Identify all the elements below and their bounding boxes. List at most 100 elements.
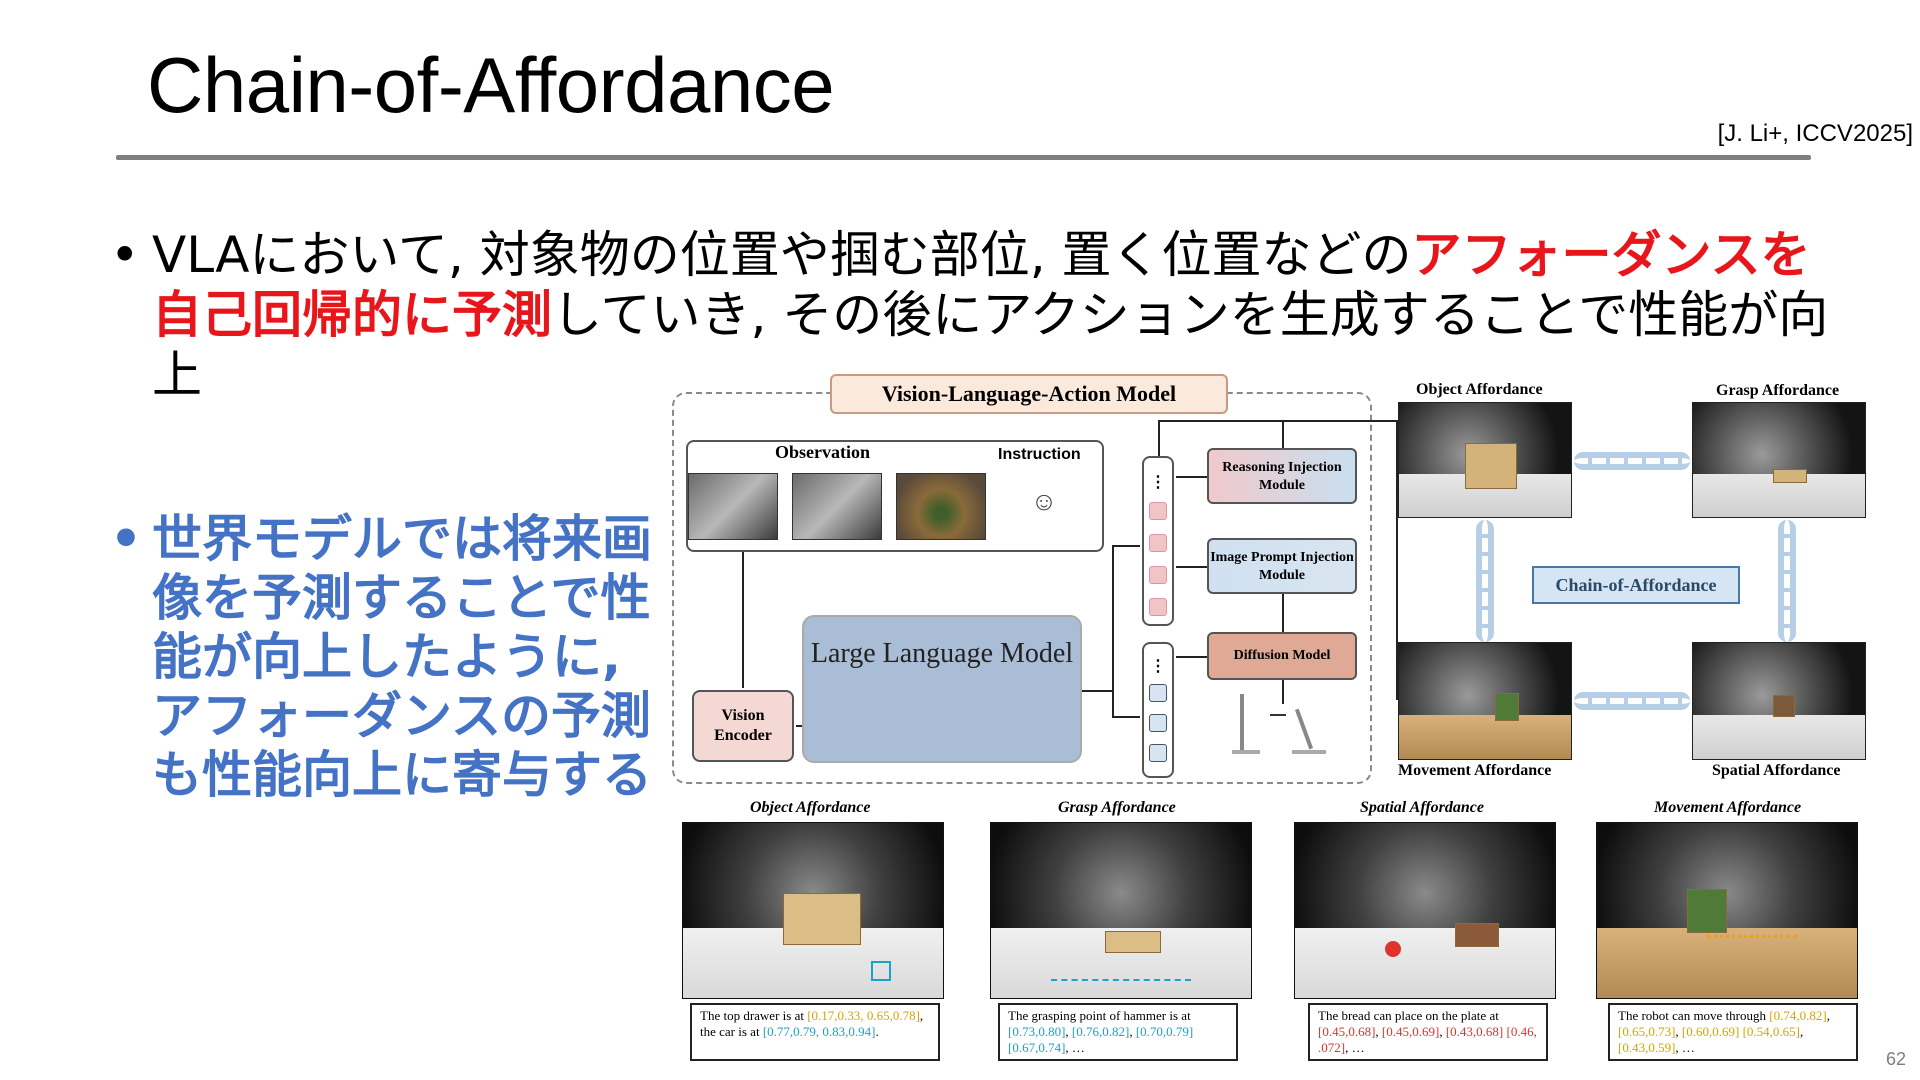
slide-title: Chain-of-Affordance [147,41,835,129]
connector-line [1282,420,1284,448]
panel-caption: Grasp Affordance [1058,799,1176,816]
token [1149,598,1167,616]
spatial-affordance-label: Spatial Affordance [1712,762,1841,779]
bullet-dot: • [110,226,140,284]
bullet-text: 世界モデルでは将来画像を予測することで性能が向上したように, アフォーダンスの予… [152,510,652,804]
movement-affordance-photo [1398,642,1572,760]
affordance-text-segment: , [1439,1024,1446,1039]
affordance-text-box: The bread can place on the plate at [0.4… [1308,1003,1548,1061]
image-prompt-injection-module: Image Prompt Injection Module [1207,538,1357,594]
affordance-text-box: The top drawer is at [0.17,0.33, 0.65,0.… [690,1003,940,1061]
instruction-label: Instruction [998,446,1081,463]
panel-caption: Movement Affordance [1654,799,1802,816]
affordance-text-segment: 0.83,0.94] [822,1024,876,1039]
affordance-text-segment: [0.45,0.68] [1318,1024,1376,1039]
affordance-text-segment: [0.67,0.74] [1008,1040,1066,1055]
affordance-text-segment: [0.60,0.69] [1681,1024,1740,1039]
affordance-text-segment: , [1826,1008,1830,1023]
token [1149,566,1167,584]
panel-caption: Object Affordance [750,799,871,816]
connector-line [1112,716,1140,718]
movement-affordance-label: Movement Affordance [1398,762,1552,779]
bullet-highlight: アフォーダンスを自己回帰的に予測 [152,226,1811,344]
connector-line [1282,680,1284,704]
connector-line [1112,545,1140,547]
affordance-text-segment: [0.65,0.73] [1618,1024,1676,1039]
reasoning-token-column: ⋮ [1142,456,1174,626]
affordance-text-segment: [0.76,0.82] [1071,1024,1130,1039]
vla-model-title: Vision-Language-Action Model [830,374,1228,414]
movement-affordance-example-photo [1596,822,1858,999]
chain-link [1574,452,1690,470]
connector-line [1176,566,1207,568]
object-affordance-photo [1398,402,1572,518]
token [1149,684,1167,702]
bullet-vla-affordance: • VLAにおいて, 対象物の位置や掴む部位, 置く位置などのアフォーダンスを自… [110,225,1830,405]
object-affordance-label: Object Affordance [1416,381,1543,398]
chain-of-affordance-label: Chain-of-Affordance [1532,566,1740,604]
affordance-text-segment: , [1375,1024,1382,1039]
affordance-text-segment: [0.70,0.79] [1135,1024,1194,1039]
affordance-text-segment: , [1065,1024,1072,1039]
affordance-text-segment: , … [1345,1040,1365,1055]
connector-line [1158,420,1398,422]
speaking-person-icon: ☺ [1030,487,1058,516]
affordance-text-segment: [0.73,0.80] [1008,1024,1066,1039]
bullet-world-model: • 世界モデルでは将来画像を予測することで性能が向上したように, アフォーダンス… [110,510,670,805]
robot-arm-sketch [1232,694,1332,756]
affordance-text-segment: The bread can place on the plate at [1318,1008,1499,1023]
reasoning-injection-module: Reasoning Injection Module [1207,448,1357,504]
affordance-text-segment: , [1675,1024,1682,1039]
affordance-text-segment: . [875,1024,879,1039]
connector-line [1396,420,1398,700]
citation: [J. Li+, ICCV2025] [1717,120,1913,147]
observation-label: Observation [775,442,871,462]
ellipsis-icon: ⋮ [1150,658,1166,675]
affordance-text-segment: , [1129,1024,1136,1039]
token [1149,714,1167,732]
affordance-text-box: The grasping point of hammer is at [0.73… [998,1003,1238,1061]
panel-caption: Spatial Affordance [1360,799,1485,816]
chain-link [1476,520,1494,642]
affordance-text-segment: [0.45,0.69] [1381,1024,1440,1039]
connector-line [1112,545,1114,717]
grasp-affordance-example-photo [990,822,1252,999]
affordance-text-segment: [0.54,0.65] [1742,1024,1801,1039]
vision-encoder-box: Vision Encoder [692,690,794,762]
token [1149,744,1167,762]
connector-line [1176,656,1207,658]
action-token-column: ⋮ [1142,642,1174,778]
affordance-text-segment: 0.65,0.78] [866,1008,920,1023]
bullet-part: していき, その後にアクションを生成することで性能が向上 [152,286,1829,404]
affordance-text-segment: [0.43,0.68] [1445,1024,1504,1039]
ellipsis-icon: ⋮ [1150,474,1166,491]
llm-box: Large Language Model [802,615,1082,763]
spatial-affordance-example-photo [1294,822,1556,999]
connector-line [796,725,802,727]
bullet-dot: • [110,510,142,568]
affordance-text-segment: , [1800,1024,1804,1039]
observation-image [896,473,986,540]
token [1149,534,1167,552]
affordance-text-segment: [0.46, .072] [1318,1024,1537,1055]
affordance-text-segment: , … [1675,1040,1695,1055]
affordance-text-segment: The top drawer is at [700,1008,808,1023]
connector-line [1158,420,1160,456]
connector-line [1176,476,1207,478]
affordance-text-segment: , … [1065,1040,1085,1055]
affordance-text-segment: [0.74,0.82] [1769,1008,1827,1023]
chain-link [1574,692,1690,710]
affordance-text-segment: , the car is at [700,1008,924,1039]
affordance-text-segment: [0.43,0.59] [1618,1040,1676,1055]
observation-panel [686,440,1104,552]
observation-image [792,473,882,540]
page-number: 62 [1885,1049,1906,1069]
diffusion-model-box: Diffusion Model [1207,632,1357,680]
grasp-affordance-label: Grasp Affordance [1716,382,1840,399]
bullet-text: VLAにおいて, 対象物の位置や掴む部位, 置く位置などのアフォーダンスを自己回… [152,225,1832,405]
grasp-affordance-photo [1692,402,1866,518]
observation-image [688,473,778,540]
affordance-text-segment: The robot can move through [1618,1008,1770,1023]
connector-line [1082,690,1112,692]
affordance-text-segment: [0.17,0.33, [807,1008,864,1023]
